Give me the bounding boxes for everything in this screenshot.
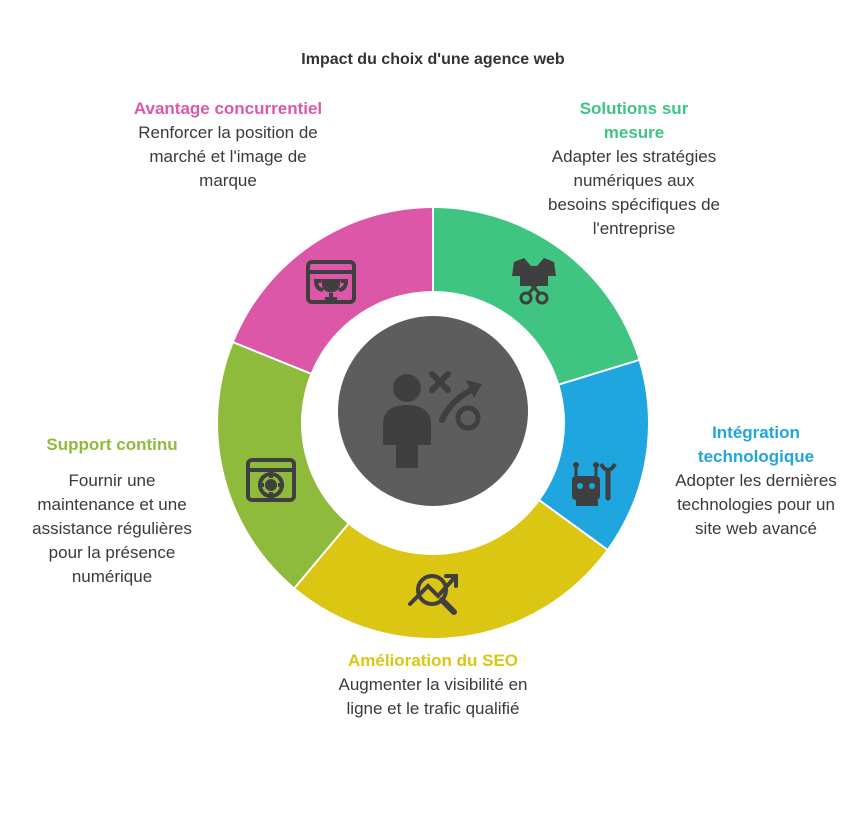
segment-separator xyxy=(555,358,643,387)
segment-integration-desc: Adopter les dernières technologies pour … xyxy=(675,471,837,538)
segment-seo-text: Amélioration du SEO Augmenter la visibil… xyxy=(336,649,530,721)
segment-separator xyxy=(291,520,352,592)
segment-avantage-desc: Renforcer la position de marché et l'ima… xyxy=(138,123,318,190)
diagram-title: Impact du choix d'une agence web xyxy=(301,51,565,68)
segment-solutions-desc: Adapter les stratégies numériques aux be… xyxy=(548,147,721,238)
segment-support-text: Support continu Fournir une maintenance … xyxy=(22,433,202,589)
robot-wrench-icon xyxy=(572,462,617,506)
segment-integration-label: Intégration technologique xyxy=(697,423,815,466)
support-browser-icon xyxy=(246,458,296,502)
segment-integration xyxy=(539,360,648,550)
segment-solutions-label: Solutions sur mesure xyxy=(579,99,689,142)
segment-separator xyxy=(535,497,611,553)
segment-seo xyxy=(294,500,607,638)
segment-solutions-text: Solutions sur mesure Adapter les stratég… xyxy=(548,97,720,241)
segment-avantage-text: Avantage concurrentiel Renforcer la posi… xyxy=(128,97,328,193)
trophy-browser-icon xyxy=(306,260,356,304)
segment-support xyxy=(217,342,349,588)
segment-avantage-label: Avantage concurrentiel xyxy=(133,99,323,118)
strategy-person-icon xyxy=(383,371,482,468)
segment-separator xyxy=(229,340,315,376)
center-circle xyxy=(338,316,528,506)
segment-support-label: Support continu xyxy=(46,435,178,454)
segment-seo-label: Amélioration du SEO xyxy=(347,651,519,670)
segment-seo-desc: Augmenter la visibilité en ligne et le t… xyxy=(338,675,528,718)
segment-integration-text: Intégration technologique Adopter les de… xyxy=(670,421,842,541)
segment-support-desc: Fournir une maintenance et une assistanc… xyxy=(32,471,192,586)
tailoring-icon xyxy=(512,258,556,305)
growth-magnifier-icon xyxy=(408,574,458,615)
